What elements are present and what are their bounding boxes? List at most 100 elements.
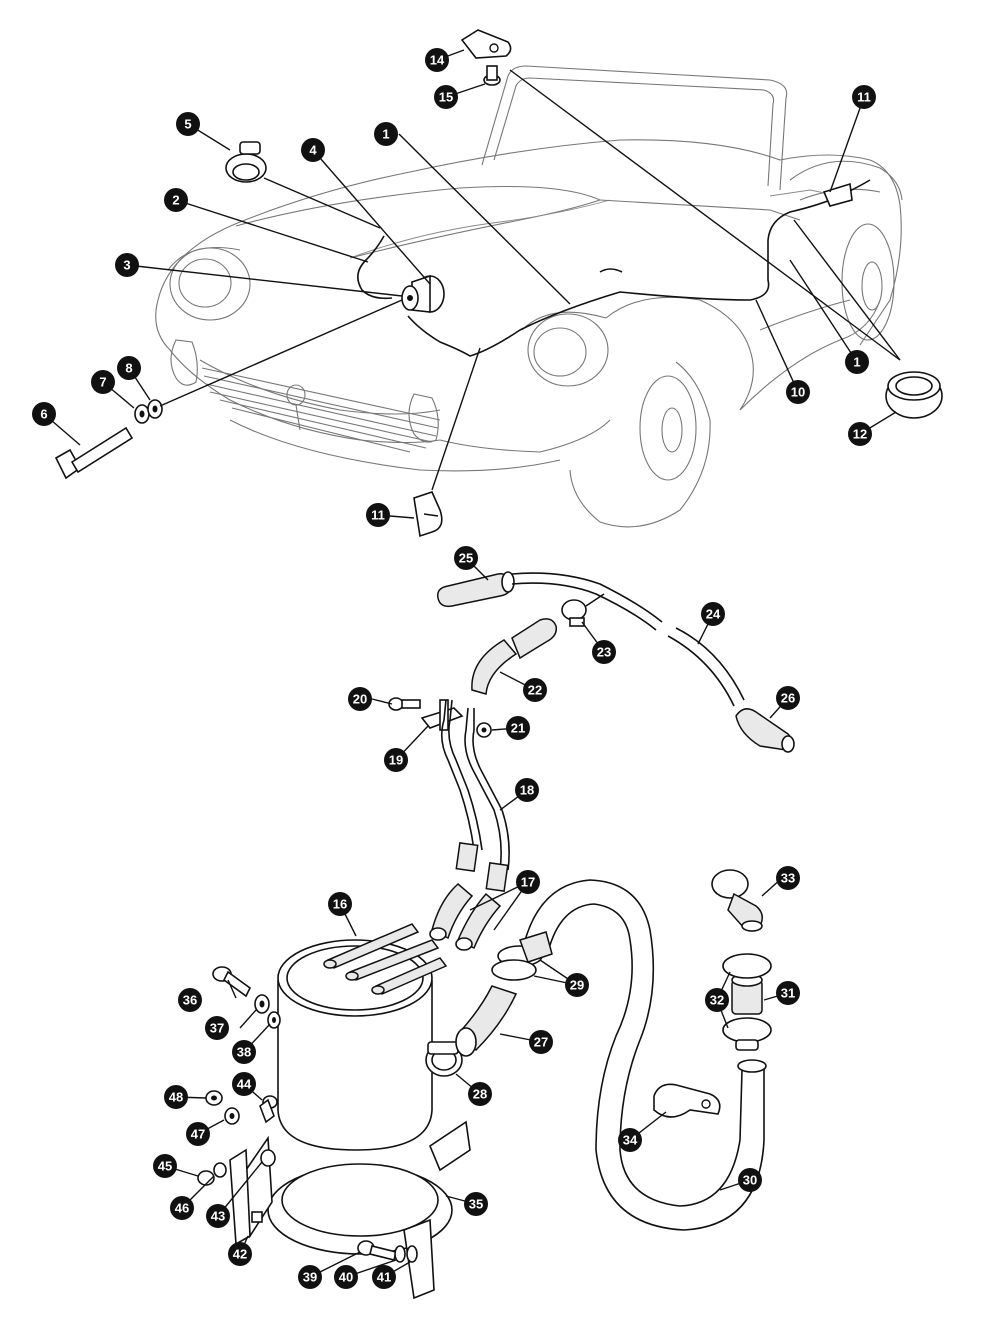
callout-1a: 1: [374, 122, 398, 146]
callout-14: 14: [425, 48, 449, 72]
nut-48: [205, 1090, 223, 1106]
callout-2: 2: [164, 188, 188, 212]
svg-text:47: 47: [191, 1127, 205, 1142]
hose-elbow-25: [436, 571, 515, 608]
callouts: 1 1 2 3 4 5 6 7 8 10 11 11 12 14 15 16 1…: [32, 48, 876, 1289]
svg-text:40: 40: [339, 1270, 353, 1285]
svg-text:11: 11: [371, 508, 385, 523]
clip-34: [653, 1083, 721, 1118]
svg-text:2: 2: [172, 193, 179, 208]
callout-18: 18: [515, 778, 539, 802]
callout-25: 25: [454, 546, 478, 570]
svg-text:34: 34: [623, 1133, 638, 1148]
lockwasher-8: [147, 399, 163, 419]
callout-37: 37: [205, 1016, 229, 1040]
callout-26: 26: [776, 686, 800, 710]
clip-11-lower: [413, 491, 443, 538]
svg-text:29: 29: [570, 978, 584, 993]
callout-15: 15: [434, 85, 458, 109]
callout-33: 33: [776, 866, 800, 890]
svg-text:46: 46: [175, 1201, 189, 1216]
svg-text:11: 11: [857, 90, 871, 105]
elbow-33: [711, 869, 763, 932]
washer-46: [213, 1162, 227, 1178]
clamp-28: [425, 1041, 463, 1077]
svg-text:28: 28: [473, 1087, 487, 1102]
car-outline: [155, 65, 903, 528]
bolt-6: [54, 426, 134, 480]
svg-text:23: 23: [597, 645, 611, 660]
callout-34: 34: [618, 1128, 642, 1152]
svg-text:3: 3: [123, 258, 130, 273]
svg-text:15: 15: [439, 90, 453, 105]
svg-text:8: 8: [125, 361, 132, 376]
canister-small: [401, 274, 445, 313]
svg-text:25: 25: [459, 551, 473, 566]
svg-text:32: 32: [710, 993, 724, 1008]
callout-12: 12: [848, 422, 872, 446]
clamps-29: [491, 945, 543, 981]
svg-text:10: 10: [791, 385, 805, 400]
bolt-43: [260, 1149, 276, 1167]
callout-38: 38: [232, 1040, 256, 1064]
callout-32: 32: [705, 988, 729, 1012]
callout-24: 24: [701, 602, 725, 626]
washer-37: [254, 994, 270, 1014]
callout-6: 6: [32, 402, 56, 426]
callout-47: 47: [186, 1122, 210, 1146]
callout-16: 16: [328, 892, 352, 916]
screw-15: [483, 65, 501, 86]
callout-48: 48: [164, 1085, 188, 1109]
svg-text:41: 41: [377, 1270, 391, 1285]
svg-text:4: 4: [309, 143, 317, 158]
svg-text:37: 37: [210, 1021, 224, 1036]
svg-text:45: 45: [158, 1159, 172, 1174]
callout-44: 44: [232, 1072, 256, 1096]
washer-40: [394, 1245, 406, 1263]
connectors-17: [429, 883, 502, 951]
callout-42: 42: [228, 1242, 252, 1266]
svg-text:31: 31: [781, 986, 795, 1001]
clamp-23: [561, 599, 587, 627]
callout-21: 21: [506, 716, 530, 740]
callout-45: 45: [153, 1154, 177, 1178]
svg-text:1: 1: [382, 127, 389, 142]
callout-17: 17: [516, 870, 540, 894]
svg-text:24: 24: [706, 607, 721, 622]
callout-7: 7: [91, 370, 115, 394]
svg-text:20: 20: [353, 692, 367, 707]
leader-lines-top: [43, 49, 901, 519]
svg-text:44: 44: [237, 1077, 252, 1092]
svg-text:26: 26: [781, 691, 795, 706]
callout-27: 27: [529, 1030, 553, 1054]
connector-31: [731, 973, 763, 1015]
clamps-32: [722, 953, 772, 1051]
svg-text:1: 1: [853, 355, 860, 370]
washer-41: [406, 1245, 418, 1263]
svg-text:33: 33: [781, 871, 795, 886]
callout-20: 20: [348, 687, 372, 711]
pipe-run-main: [407, 179, 871, 357]
svg-text:16: 16: [333, 897, 347, 912]
washer-7: [134, 404, 150, 424]
callout-41: 41: [372, 1265, 396, 1289]
svg-text:14: 14: [430, 53, 445, 68]
callout-31: 31: [776, 981, 800, 1005]
callout-5: 5: [176, 112, 200, 136]
callout-40: 40: [334, 1265, 358, 1289]
svg-text:38: 38: [237, 1045, 251, 1060]
svg-text:27: 27: [534, 1035, 548, 1050]
svg-text:22: 22: [528, 683, 542, 698]
hose-elbow-26: [735, 708, 795, 753]
callout-36: 36: [178, 988, 202, 1012]
callout-4: 4: [301, 138, 325, 162]
callout-30: 30: [738, 1168, 762, 1192]
nut-45: [197, 1170, 215, 1186]
hose-22: [471, 618, 558, 695]
svg-text:36: 36: [183, 993, 197, 1008]
svg-text:19: 19: [389, 753, 403, 768]
pipe-24: [511, 572, 663, 623]
svg-text:17: 17: [521, 875, 535, 890]
callout-11a: 11: [852, 85, 876, 109]
